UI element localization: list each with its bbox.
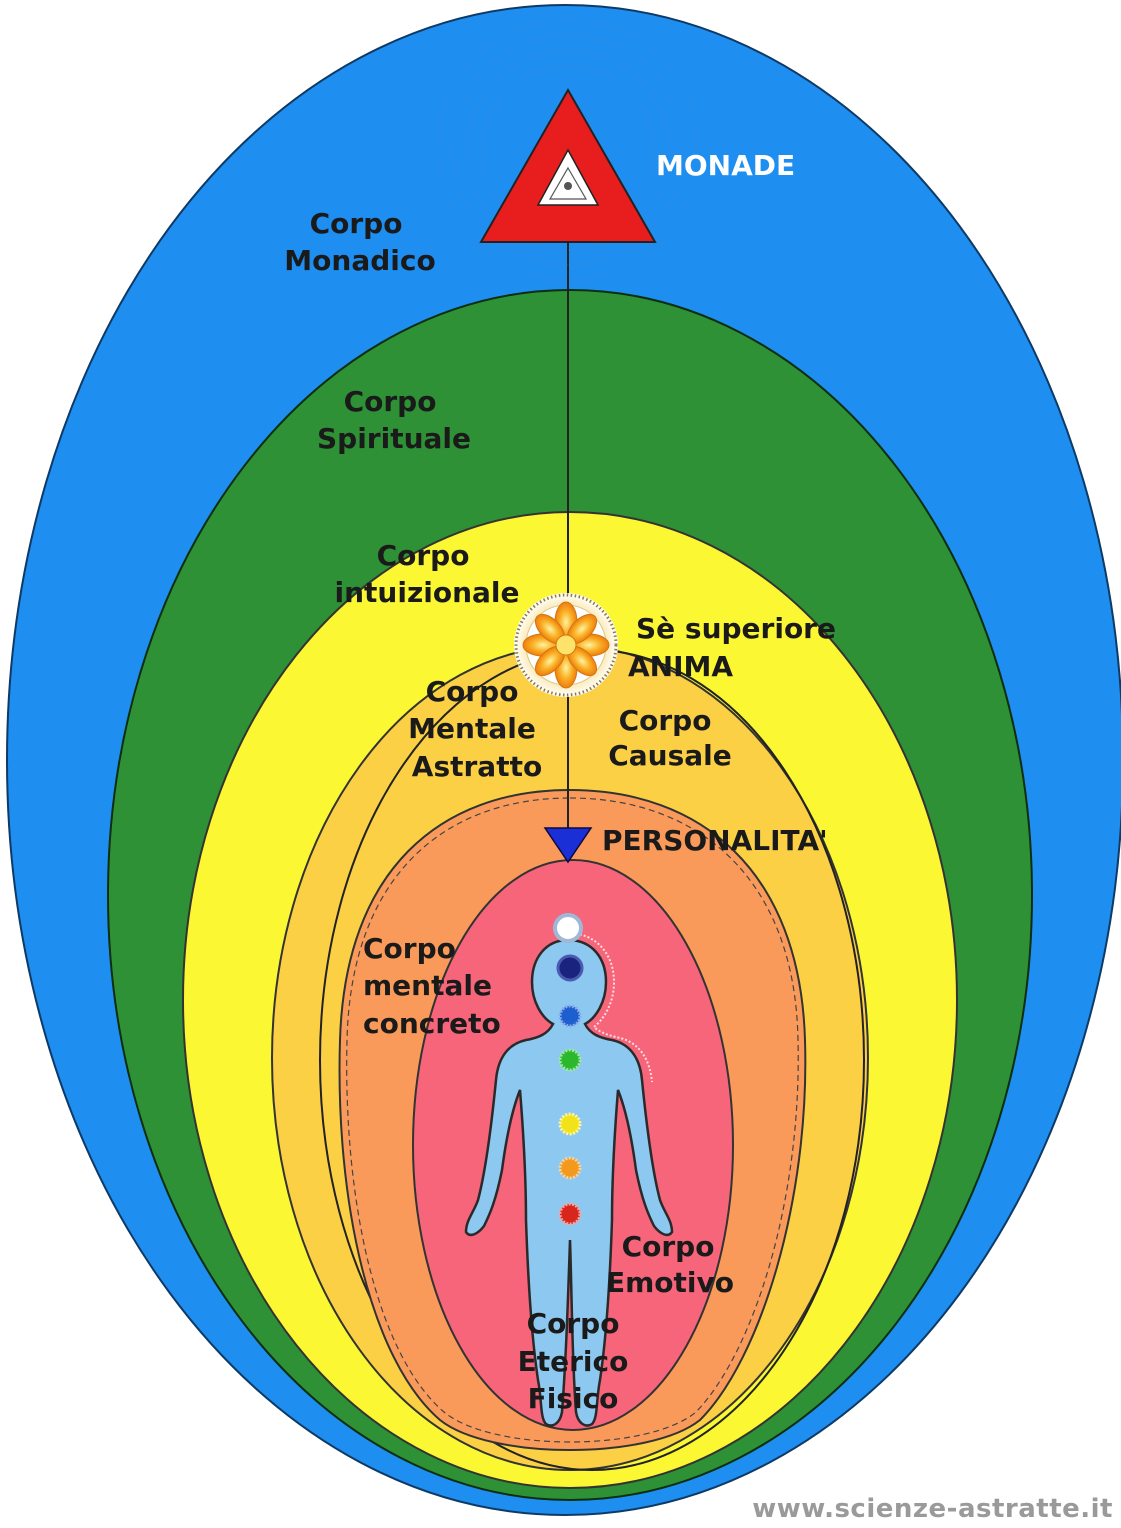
third-eye-chakra-icon	[558, 956, 582, 980]
monadic-body-label-2: Monadico	[284, 244, 435, 277]
etheric-physical-body-label-2: Eterico	[518, 1345, 629, 1378]
causal-body-label-1: Corpo	[619, 704, 712, 737]
watermark: www.scienze-astratte.it	[752, 1494, 1113, 1524]
intuitional-body-label-1: Corpo	[377, 539, 470, 572]
abstract-mental-body-label-1: Corpo	[426, 675, 519, 708]
monadic-body-label-1: Corpo	[310, 207, 403, 240]
concrete-mental-body-label-3: concreto	[363, 1007, 501, 1040]
etheric-physical-body-label-1: Corpo	[527, 1307, 620, 1340]
monad-label: MONADE	[656, 149, 795, 182]
abstract-mental-body-label-3: Astratto	[412, 750, 542, 783]
abstract-mental-body-label-2: Mentale	[408, 712, 536, 745]
throat-chakra-icon	[560, 1006, 580, 1026]
spiritual-body-label-1: Corpo	[344, 385, 437, 418]
intuitional-body-label-2: intuizionale	[335, 576, 520, 609]
personality-label: PERSONALITA'	[602, 824, 828, 857]
soul-label-1: Sè superiore	[636, 612, 836, 645]
causal-body-label-2: Causale	[608, 739, 732, 772]
etheric-physical-body-label-3: Fisico	[528, 1382, 619, 1415]
soul-label-2: ANIMA	[628, 650, 733, 683]
spiritual-body-label-2: Spirituale	[317, 422, 471, 455]
sacral-chakra-icon	[560, 1158, 580, 1178]
solar-plexus-chakra-icon	[560, 1114, 580, 1134]
concrete-mental-body-label-2: mentale	[363, 969, 492, 1002]
root-chakra-icon	[560, 1204, 580, 1224]
emotional-body-label-1: Corpo	[622, 1230, 715, 1263]
crown-chakra-icon	[555, 915, 581, 941]
emotional-body-label-2: Emotivo	[606, 1266, 734, 1299]
heart-chakra-icon	[560, 1050, 580, 1070]
concrete-mental-body-label-1: Corpo	[363, 932, 456, 965]
soul-lotus-icon	[514, 593, 618, 697]
